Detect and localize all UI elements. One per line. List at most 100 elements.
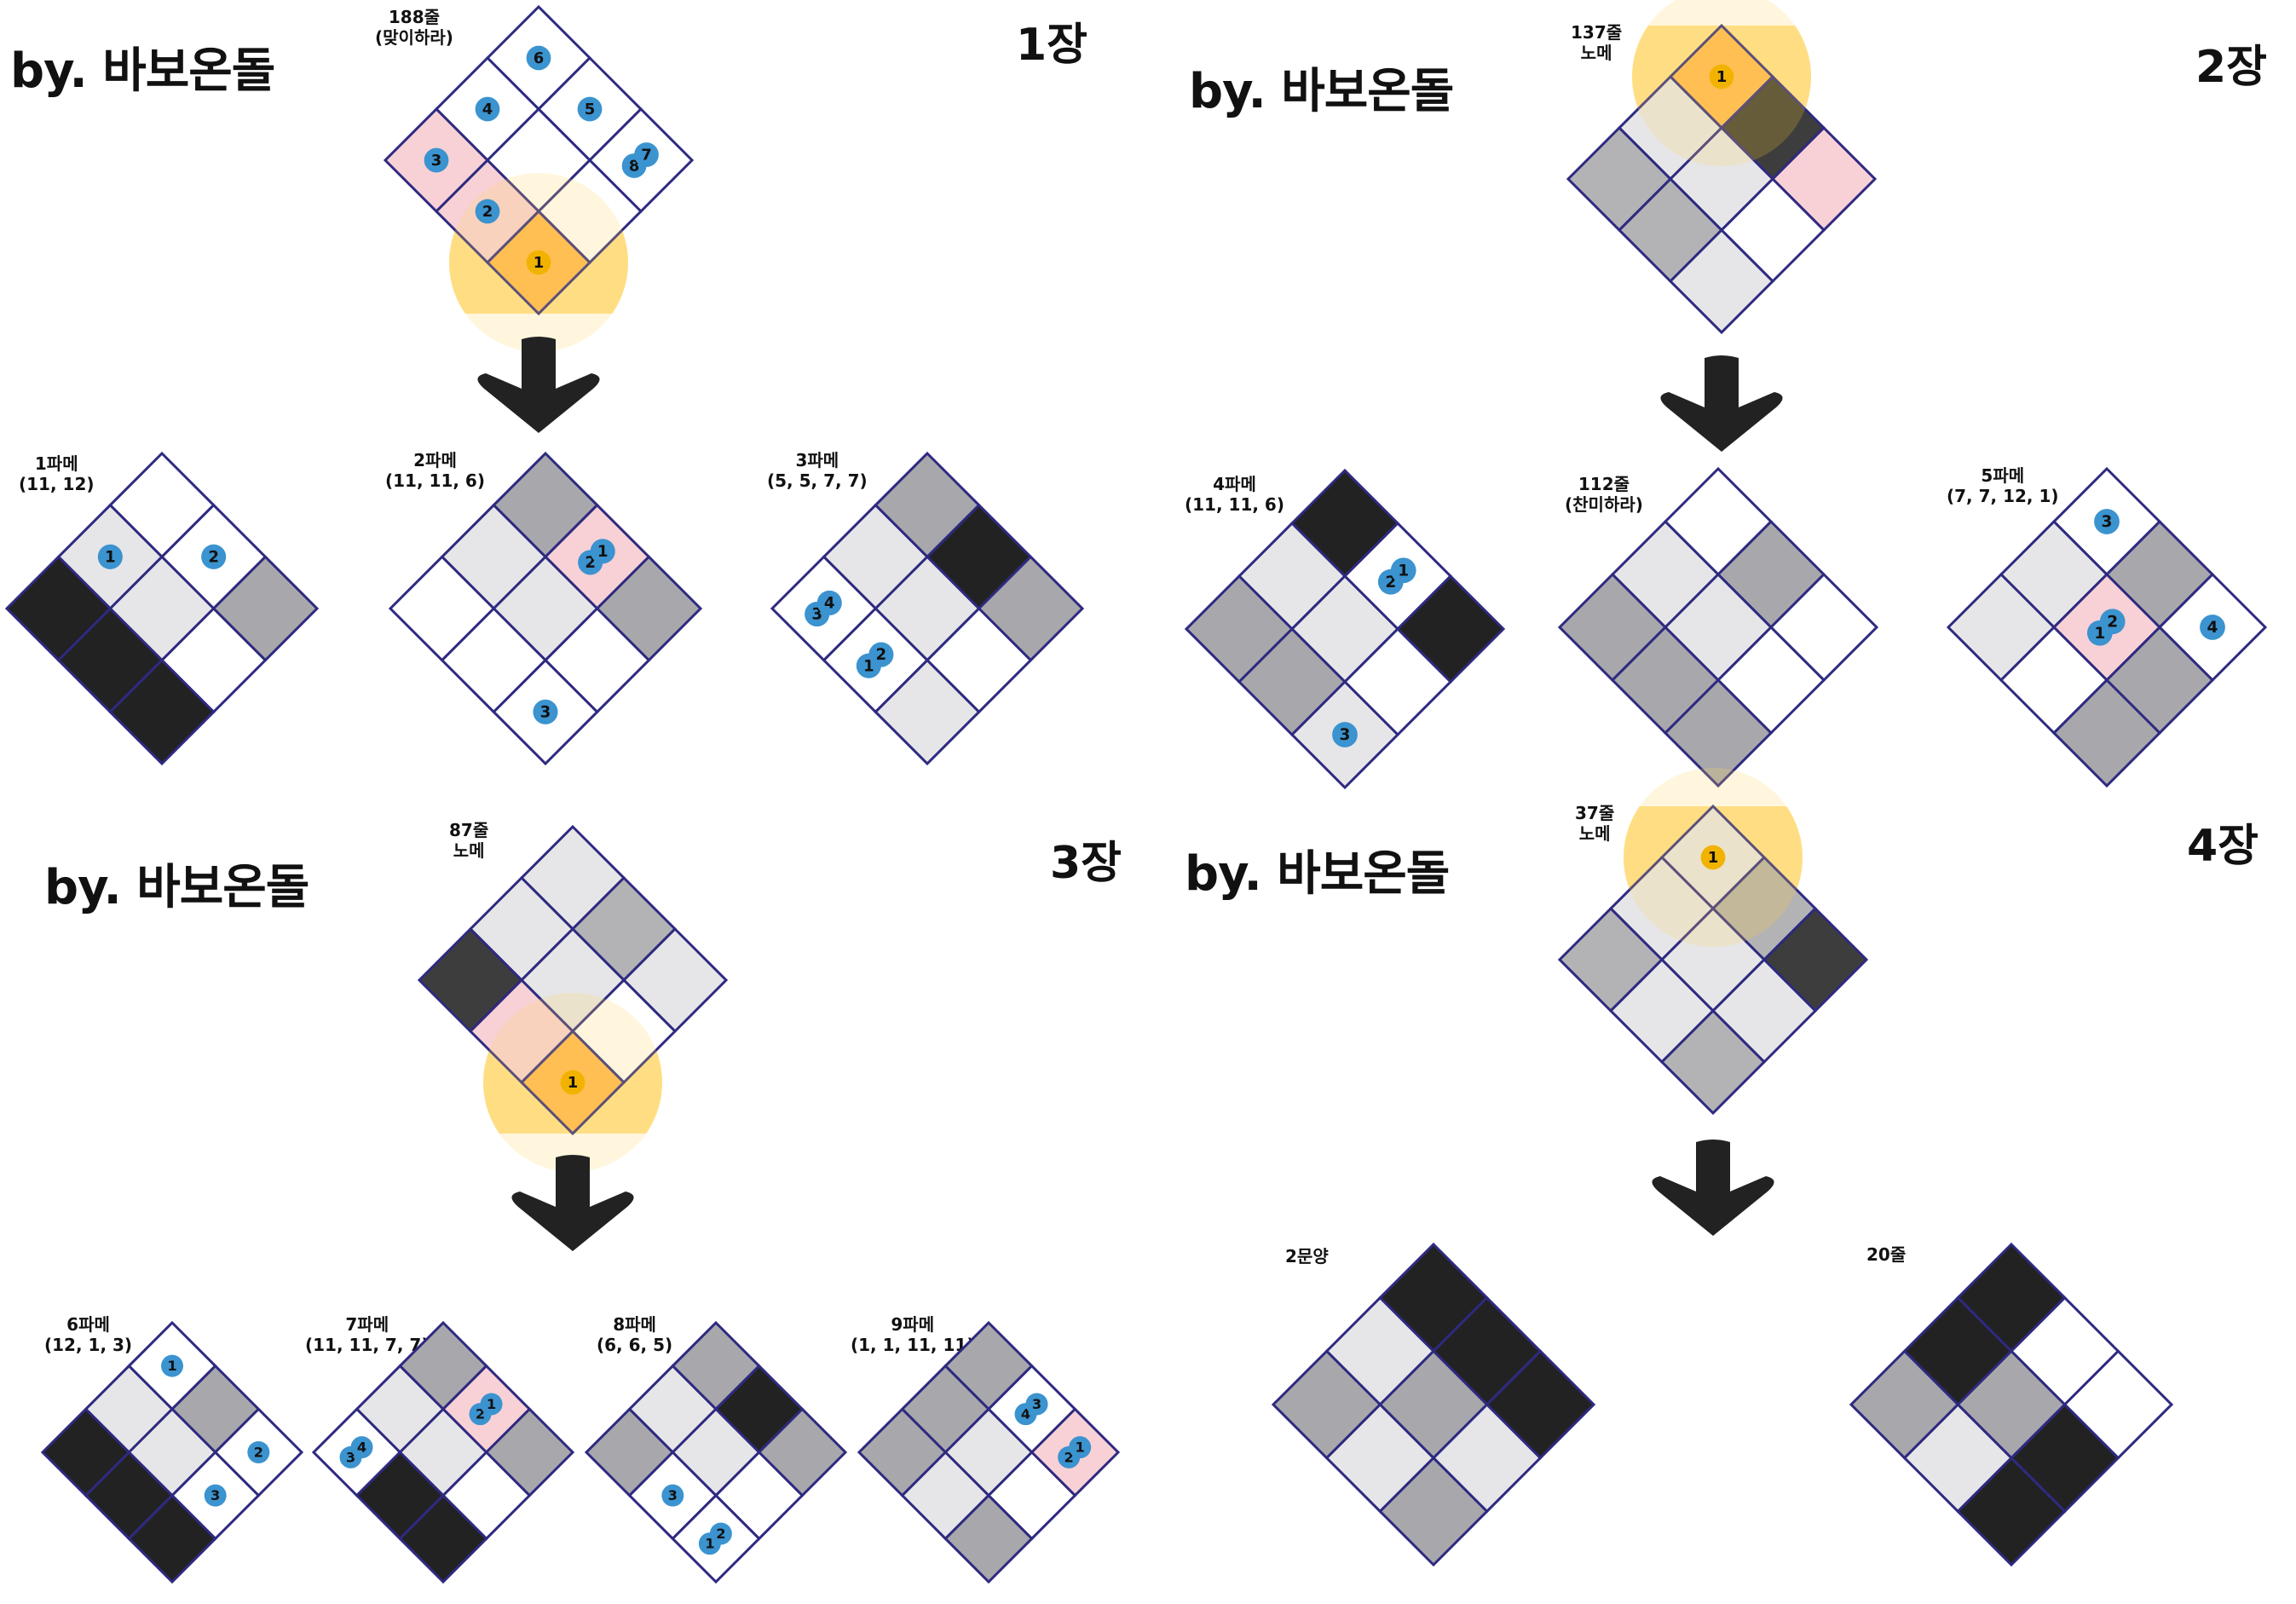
grid-diagram: 3 12 — [584, 1320, 848, 1584]
step-marker: 2 — [868, 642, 894, 667]
step-marker: 4 — [350, 1436, 373, 1459]
svg-text:1: 1 — [1398, 563, 1409, 580]
step-marker: 3 — [1025, 1393, 1048, 1416]
step-marker: 1 — [97, 544, 123, 569]
result-label-1-1: 1파메(11, 12) — [19, 453, 95, 494]
svg-text:4: 4 — [824, 595, 835, 613]
step-marker: 1 — [480, 1393, 503, 1416]
step-marker: 1 — [590, 539, 615, 564]
svg-text:1: 1 — [597, 543, 609, 561]
svg-text:2: 2 — [716, 1526, 725, 1542]
svg-text:1: 1 — [1708, 849, 1719, 867]
svg-text:1: 1 — [105, 548, 116, 566]
grid-diagram: 213 — [1184, 468, 1506, 790]
result-label-2-2: 112줄(찬미하라) — [1565, 474, 1643, 515]
page-label-4: 4장 — [2187, 821, 2259, 872]
step-marker: 3 — [2094, 509, 2120, 534]
step-marker: 1 — [1390, 557, 1416, 584]
step-marker: 3 — [1332, 722, 1358, 747]
svg-text:3: 3 — [1032, 1396, 1041, 1412]
byline-page-4: by. 바보온돌 — [1185, 846, 1450, 902]
step-marker: 5 — [577, 96, 603, 122]
result-label-3-4: 9파메(1, 1, 11, 11) — [851, 1314, 975, 1355]
svg-text:1: 1 — [534, 254, 545, 272]
gold-step-marker: 1 — [560, 1070, 586, 1095]
svg-text:1: 1 — [487, 1396, 496, 1412]
grid-diagram: 213 — [388, 451, 703, 766]
svg-text:2: 2 — [208, 548, 219, 566]
down-arrow-icon — [477, 337, 600, 433]
step-marker: 4 — [816, 590, 842, 616]
grid-cell — [127, 1493, 217, 1584]
svg-text:2: 2 — [482, 203, 493, 221]
result-label-1-2: 2파메(11, 11, 6) — [385, 450, 485, 491]
down-arrow-icon — [511, 1155, 634, 1251]
grid-diagram: 1 2 3 — [40, 1320, 304, 1584]
grid-cell — [1378, 1456, 1489, 1567]
step-marker: 2 — [247, 1441, 270, 1463]
svg-text:5: 5 — [585, 101, 596, 118]
step-marker: 2 — [475, 199, 500, 224]
svg-text:1: 1 — [568, 1074, 579, 1092]
down-arrow-icon — [1660, 355, 1783, 452]
result-label-4-1: 2문양 — [1285, 1246, 1329, 1266]
step-marker: 4 — [475, 96, 500, 122]
grid-diagram: 21 34 — [311, 1320, 575, 1584]
svg-text:4: 4 — [357, 1440, 366, 1456]
svg-text:1: 1 — [167, 1358, 176, 1374]
svg-text:4: 4 — [482, 101, 493, 118]
step-marker: 2 — [201, 544, 227, 569]
grid-cell — [1956, 1456, 2067, 1567]
svg-text:2: 2 — [476, 1406, 485, 1422]
svg-text:3: 3 — [1340, 726, 1351, 744]
svg-text:1: 1 — [705, 1536, 714, 1552]
svg-text:3: 3 — [540, 703, 551, 721]
page-label-1: 1장 — [1016, 20, 1088, 71]
result-label-4-2: 20줄 — [1866, 1244, 1907, 1265]
step-marker: 7 — [634, 142, 659, 167]
step-marker: 2 — [709, 1522, 732, 1545]
svg-text:3: 3 — [668, 1487, 678, 1503]
step-marker: 3 — [533, 699, 558, 724]
grid-cell — [398, 1493, 488, 1584]
step-marker: 2 — [2099, 609, 2126, 635]
svg-text:3: 3 — [346, 1449, 355, 1465]
svg-text:2: 2 — [2107, 614, 2118, 632]
svg-text:1: 1 — [1076, 1440, 1085, 1456]
step-marker: 3 — [424, 147, 449, 173]
grid-diagram — [1557, 466, 1879, 788]
svg-text:3: 3 — [2102, 513, 2113, 531]
gold-step-marker: 1 — [1709, 64, 1734, 89]
result-label-3-2: 7파메(11, 11, 7, 7) — [305, 1314, 430, 1355]
page-label-3: 3장 — [1050, 838, 1122, 889]
grid-diagram: 21 — [4, 451, 320, 766]
svg-text:3: 3 — [211, 1487, 220, 1503]
svg-text:7: 7 — [641, 147, 652, 164]
grid-cell — [1663, 678, 1774, 788]
svg-text:4: 4 — [2207, 619, 2218, 637]
gold-step-marker: 1 — [1700, 845, 1726, 870]
grid-diagram — [1849, 1242, 2174, 1567]
source-label-1: 188줄(맞이하라) — [375, 7, 453, 48]
svg-text:2: 2 — [254, 1444, 263, 1460]
result-label-2-3: 5파메(7, 7, 12, 1) — [1947, 465, 2059, 506]
grid-cell — [1668, 228, 1775, 335]
result-label-3-3: 8파메(6, 6, 5) — [597, 1314, 673, 1355]
svg-text:1: 1 — [1716, 68, 1728, 86]
svg-text:2: 2 — [876, 646, 887, 664]
grid-diagram — [1271, 1242, 1596, 1567]
step-marker: 1 — [161, 1354, 183, 1377]
page-label-2: 2장 — [2195, 42, 2268, 93]
svg-text:6: 6 — [534, 49, 545, 67]
step-marker: 4 — [2200, 614, 2225, 640]
byline-page-1: by. 바보온돌 — [10, 43, 275, 99]
result-label-1-3: 3파메(5, 5, 7, 7) — [767, 450, 868, 491]
